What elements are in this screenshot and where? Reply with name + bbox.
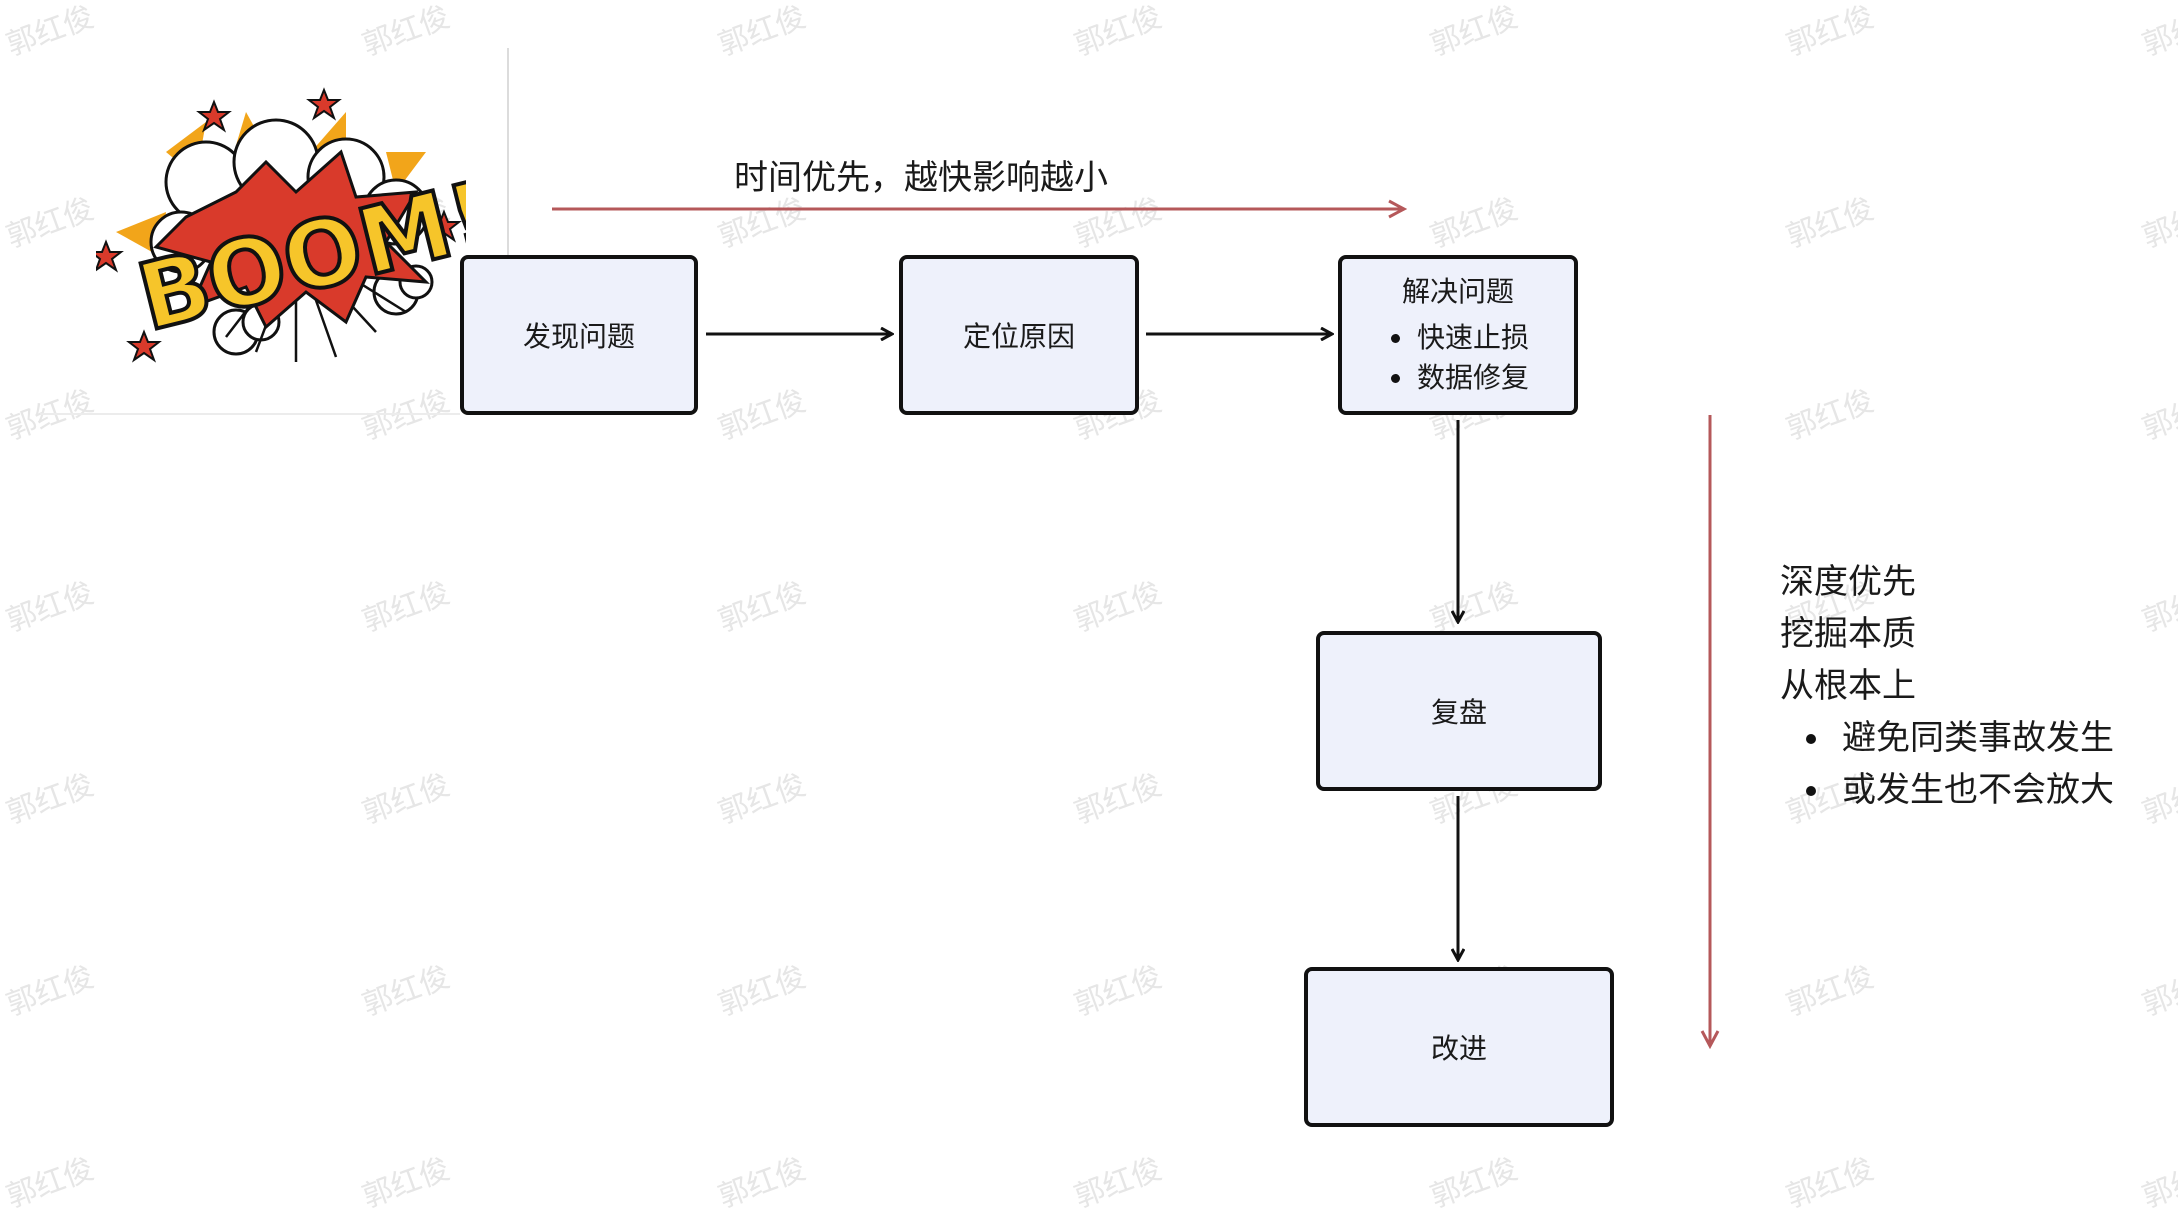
flow-diagram: BOOM! 时间优先，越快影响越小 发现问题 定位原因 解决问题 快速止损 数据: [40, 48, 2178, 1176]
resolve-bullet: 快速止损: [1387, 318, 1529, 358]
time-priority-label: 时间优先，越快影响越小: [734, 158, 1108, 198]
boom-explosion-icon: BOOM!: [96, 87, 466, 363]
note-line: 深度优先: [1780, 562, 1916, 602]
step-resolve-problem[interactable]: 解决问题 快速止损 数据修复: [1338, 255, 1578, 415]
note-bullet: 或发生也不会放大: [1780, 764, 2114, 816]
depth-priority-note: 深度优先 挖掘本质 从根本上 避免同类事故发生 或发生也不会放大: [1780, 556, 2114, 816]
resolve-bullet: 数据修复: [1387, 358, 1529, 398]
step-review[interactable]: 复盘: [1316, 631, 1602, 791]
resolve-bullet-list: 快速止损 数据修复: [1387, 318, 1529, 398]
note-line: 挖掘本质: [1780, 614, 1916, 654]
step-locate-cause[interactable]: 定位原因: [899, 255, 1139, 415]
connector-layer: [40, 48, 2178, 1176]
note-bullet: 避免同类事故发生: [1780, 712, 2114, 764]
step-improve[interactable]: 改进: [1304, 967, 1614, 1127]
step-discover-problem[interactable]: 发现问题: [460, 255, 698, 415]
resolve-title: 解决问题: [1401, 275, 1514, 308]
note-line: 从根本上: [1780, 666, 1916, 706]
note-bullet-list: 避免同类事故发生 或发生也不会放大: [1780, 712, 2114, 816]
